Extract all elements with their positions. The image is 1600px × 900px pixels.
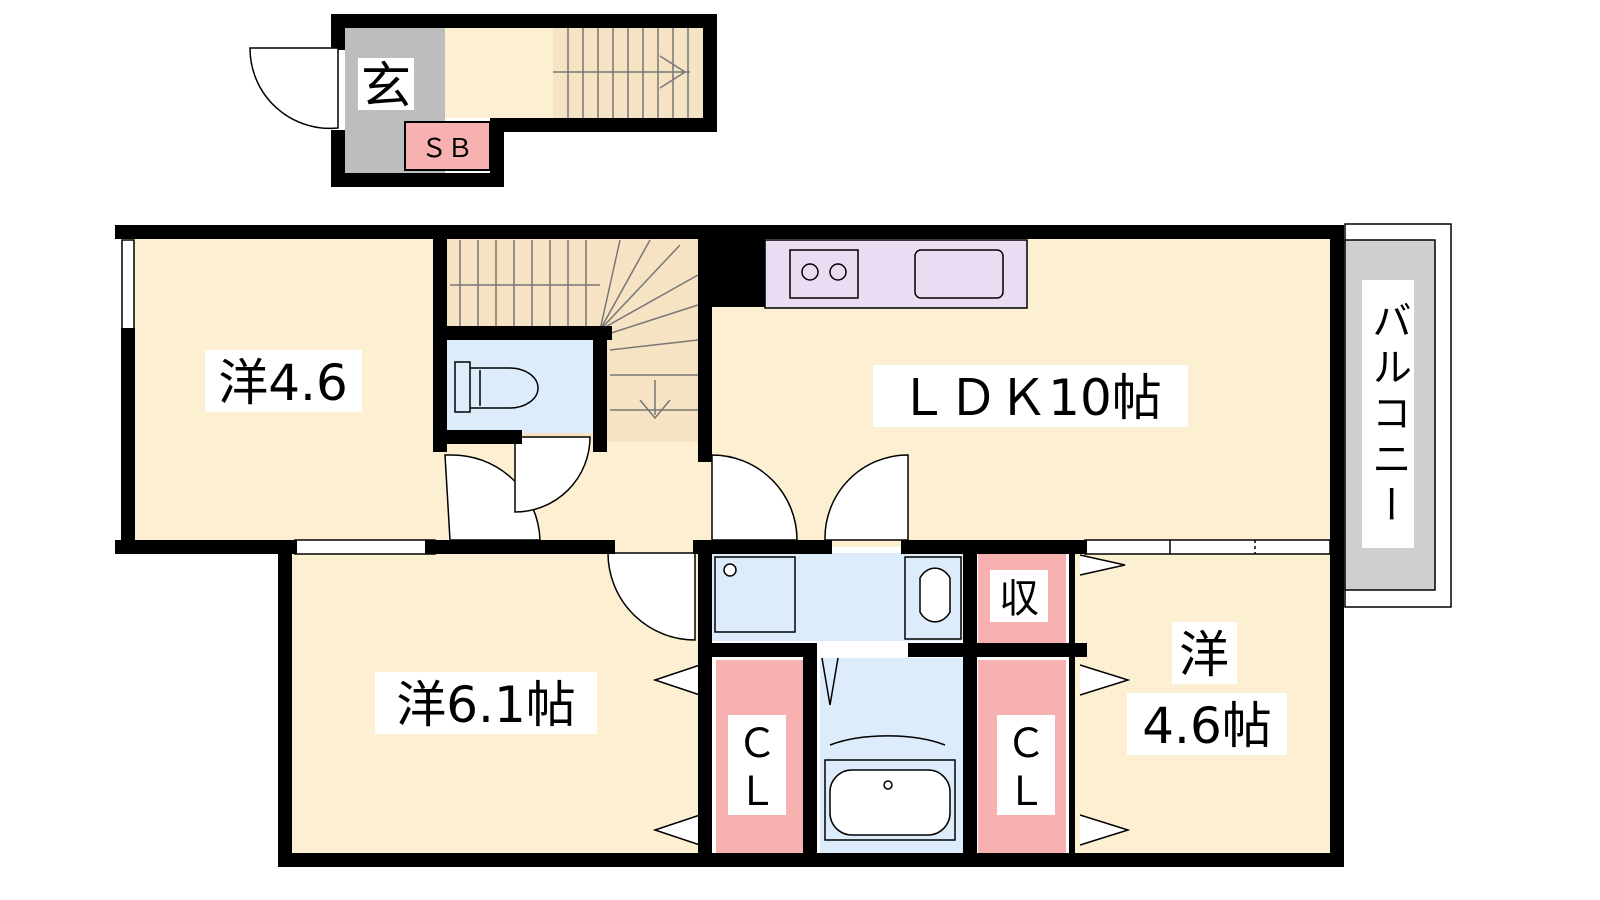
room-labels: 洋4.6 ＬＤＫ10帖 洋6.1帖 洋 4.6帖 収 Ｃ Ｌ Ｃ Ｌ [205, 350, 1287, 815]
burner-left [801, 263, 819, 281]
west-room-b-label: 洋6.1帖 [396, 676, 576, 734]
window-west-c [1084, 539, 1331, 555]
bath-folding-door [821, 657, 946, 746]
entrance-stair-treads [553, 28, 690, 118]
structural-column [705, 232, 765, 307]
main-stair-treads [450, 239, 699, 420]
closet-left-label-c: Ｃ [737, 721, 777, 767]
closet-left-doors [652, 664, 701, 846]
balcony-label-bg [1362, 280, 1414, 548]
entrance-hall [445, 28, 553, 118]
bathtub-basin [829, 769, 951, 836]
storage-label-bg [990, 570, 1048, 622]
kitchen-sink [914, 249, 1004, 299]
sink-icon [919, 567, 951, 623]
ldk-label: ＬＤＫ10帖 [898, 369, 1162, 427]
west-room-c-label-line1: 洋 [1179, 626, 1229, 684]
bathtub-drain [883, 780, 893, 790]
door-west-b [607, 552, 696, 641]
burner-right [829, 263, 847, 281]
genkan-label-bg [358, 58, 414, 110]
west-room-a-label: 洋4.6 [218, 354, 348, 412]
door-ldk-right [824, 454, 909, 541]
storage-door [1079, 554, 1126, 576]
closet-right-doors [1079, 664, 1131, 846]
west-room-c-label-bg1 [1172, 622, 1237, 684]
door-toilet [514, 436, 591, 513]
wet-area [712, 553, 965, 853]
closet-left-label-bg [728, 715, 786, 815]
front-door-swing [249, 47, 339, 130]
shoe-box-label: ＳＢ [421, 134, 473, 164]
west-room-c-label-line2: 4.6帖 [1142, 697, 1272, 755]
washer-drain [723, 563, 737, 577]
ldk-label-bg [873, 365, 1188, 427]
west-room-b-label-bg [375, 672, 597, 734]
closet-right-label-l: Ｌ [1006, 769, 1046, 815]
shoe-box [404, 121, 491, 171]
balcony: バルコニー [1344, 223, 1452, 608]
entrance-wall [331, 14, 717, 187]
window-west-b [294, 539, 436, 555]
storage-label: 収 [999, 576, 1039, 622]
west-room-a-label-bg [205, 350, 362, 412]
toilet-room [445, 333, 600, 433]
window-west-a [121, 239, 135, 336]
closet-right-label-c: Ｃ [1006, 721, 1046, 767]
toilet-icon [454, 361, 539, 413]
door-ldk-left [711, 454, 798, 541]
genkan-label: 玄 [361, 57, 411, 115]
closet-left-label-l: Ｌ [737, 769, 777, 815]
balcony-label: バルコニー [1365, 300, 1411, 530]
closets [652, 553, 1131, 853]
stove [789, 249, 859, 299]
entrance-block: 玄 ＳＢ [249, 14, 717, 187]
kitchen-fixtures [789, 249, 1004, 299]
closet-right-label-bg [997, 715, 1055, 815]
west-room-c-label-bg2 [1127, 693, 1287, 755]
door-swings [444, 436, 909, 641]
